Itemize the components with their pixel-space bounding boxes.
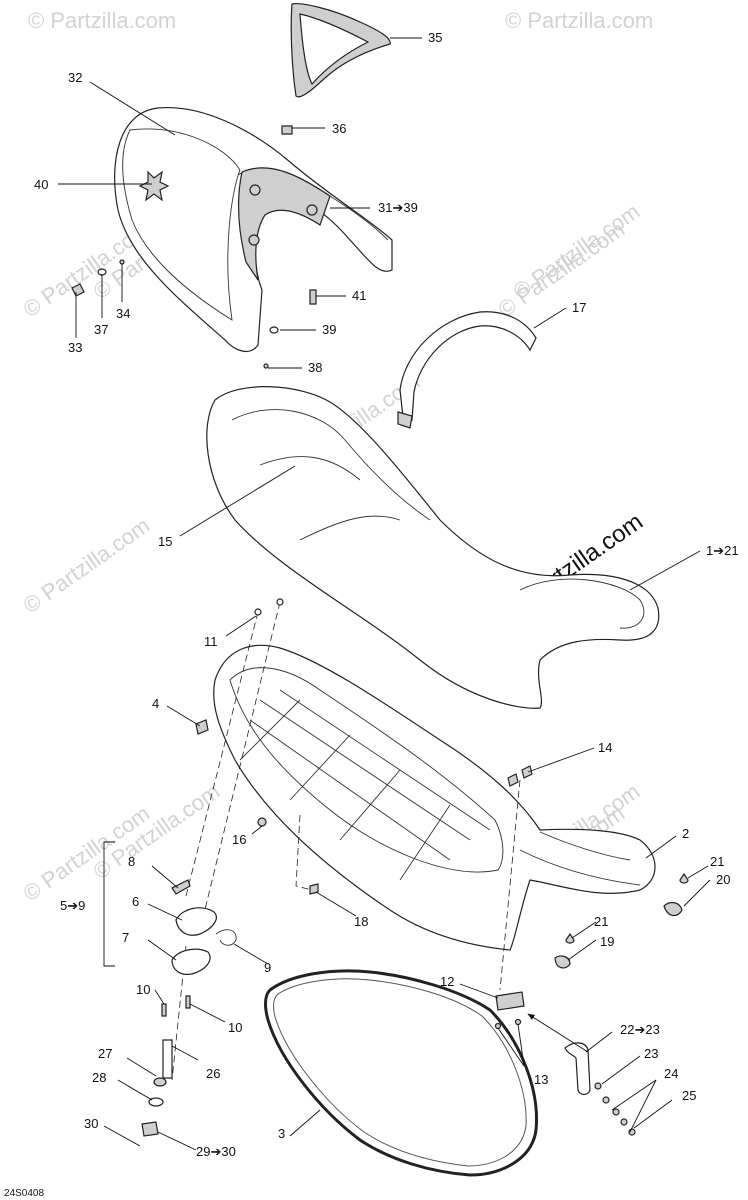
callout-10-b: 10 xyxy=(228,1020,242,1035)
callout-34: 34 xyxy=(116,306,130,321)
callout-10-a: 10 xyxy=(136,982,150,997)
callout-15: 15 xyxy=(158,534,172,549)
callout-33: 33 xyxy=(68,340,82,355)
callout-8: 8 xyxy=(128,854,135,869)
callout-23: 23 xyxy=(644,1046,658,1061)
callout-40: 40 xyxy=(34,177,48,192)
watermark-text: © Partzilla.com xyxy=(19,513,155,619)
callout-1-21: 1➔21 xyxy=(706,543,739,558)
hinge-assembly xyxy=(494,872,689,1136)
callout-18: 18 xyxy=(354,914,368,929)
callout-35: 35 xyxy=(428,30,442,45)
callout-28: 28 xyxy=(92,1070,106,1085)
callout-24: 24 xyxy=(664,1066,678,1081)
rod-assembly xyxy=(141,1039,173,1137)
callout-labels: 35 32 36 40 31➔39 41 34 37 33 39 38 17 1… xyxy=(4,30,739,1199)
hardware-33-34-37 xyxy=(71,125,317,369)
callout-41: 41 xyxy=(352,288,366,303)
part-15-seat xyxy=(206,386,660,709)
callout-25: 25 xyxy=(682,1088,696,1103)
callout-21-b: 21 xyxy=(594,914,608,929)
callout-14: 14 xyxy=(598,740,612,755)
watermark-text: © Partzilla.com xyxy=(28,8,176,33)
callout-36: 36 xyxy=(332,121,346,136)
callout-7: 7 xyxy=(122,930,129,945)
part-2-seat-base xyxy=(213,644,656,951)
callout-29-30: 29➔30 xyxy=(196,1144,236,1159)
watermark-text: © Partzilla.com xyxy=(509,199,645,305)
callout-13: 13 xyxy=(534,1072,548,1087)
callout-16: 16 xyxy=(232,832,246,847)
callout-3: 3 xyxy=(278,1126,285,1141)
latch-assembly xyxy=(161,879,237,1017)
part-32-backrest xyxy=(114,106,393,353)
callout-26: 26 xyxy=(206,1066,220,1081)
callout-31-39: 31➔39 xyxy=(378,200,418,215)
callout-21-a: 21 xyxy=(710,854,724,869)
callout-19: 19 xyxy=(600,934,614,949)
leader-lines xyxy=(58,37,711,1151)
callout-32: 32 xyxy=(68,70,82,85)
callout-22-23: 22➔23 xyxy=(620,1022,660,1037)
group-bracket xyxy=(103,841,115,967)
callout-20: 20 xyxy=(716,872,730,887)
part-3-gasket xyxy=(264,969,539,1177)
callout-12: 12 xyxy=(440,974,454,989)
diagram-code: 24S0408 xyxy=(4,1188,44,1199)
callout-9: 9 xyxy=(264,960,271,975)
callout-27: 27 xyxy=(98,1046,112,1061)
callout-17: 17 xyxy=(572,300,586,315)
part-17-strap xyxy=(397,311,537,429)
callout-39: 39 xyxy=(322,322,336,337)
callout-11: 11 xyxy=(204,634,218,649)
small-fasteners xyxy=(195,598,533,895)
watermark-text: © Partzilla.com xyxy=(505,8,653,33)
part-35-cover xyxy=(290,3,391,98)
callout-30: 30 xyxy=(84,1116,98,1131)
callout-4: 4 xyxy=(152,696,159,711)
callout-6: 6 xyxy=(132,894,139,909)
callout-2: 2 xyxy=(682,826,689,841)
callout-38: 38 xyxy=(308,360,322,375)
callout-group-5-9: 5➔9 xyxy=(60,898,85,913)
callout-37: 37 xyxy=(94,322,108,337)
